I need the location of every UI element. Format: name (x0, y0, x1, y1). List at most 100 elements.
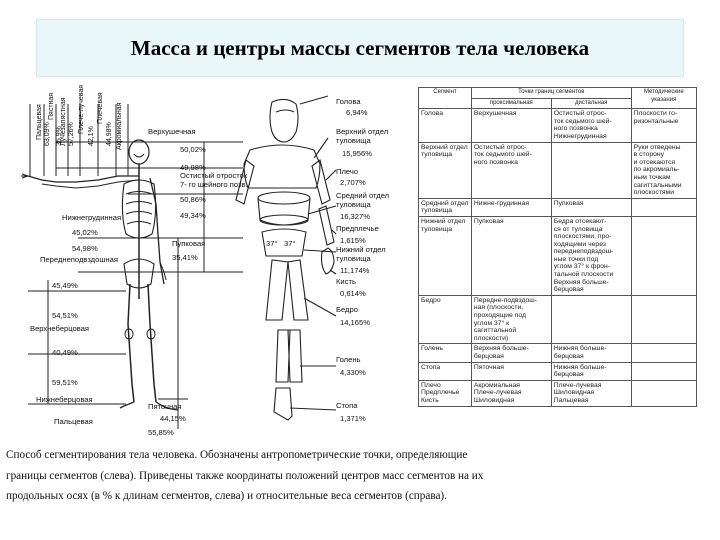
seg-forearm: Предплечье (336, 224, 379, 233)
label-umbilical: Пупковая (172, 239, 206, 248)
table-cell: Плоскости го- ризонтальные (630, 108, 698, 143)
label-elbow: Плече-лучевая (78, 84, 85, 134)
pct-12: 44,15% (160, 414, 186, 423)
seg-hand: Кисть (336, 277, 356, 286)
seg-upper-arm-value: 2,707% (340, 178, 366, 187)
figure-drawings (21, 95, 337, 429)
label-shoulder: Плечевая (97, 92, 104, 124)
skeleton-figure (21, 104, 243, 429)
seg-mid-trunk-value: 16,327% (340, 212, 370, 221)
seg-thigh: Бедро (336, 305, 358, 314)
pct-4: 49,34% (180, 211, 206, 220)
label-upper-tibial: Верхнеберцовая (30, 324, 90, 333)
seg-upper-arm: Плечо (336, 167, 359, 176)
seg-upper-trunk: Верхний отдел туловища (336, 127, 389, 145)
pct-8: 45,49% (52, 281, 78, 290)
table-cell: Остистый отрос- ток седьмого шей- ного п… (550, 108, 632, 143)
angle-label-2: 37° (284, 239, 296, 248)
pct-3: 50,86% (180, 195, 206, 204)
value-wrist: 57,26% (68, 122, 75, 146)
segment-table: Сегмент Точки границ сегментов Методичес… (418, 86, 698, 407)
label-iliac: Переднеподвздошная (40, 255, 118, 264)
label-heel: Пяточная (148, 402, 182, 411)
th-proximal: проксимальная (470, 97, 552, 110)
seg-thigh-value: 14,165% (340, 318, 370, 327)
pct-1: 50,02% (180, 145, 206, 154)
table-cell (630, 215, 698, 296)
label-spinous: Остистый отросток (180, 171, 248, 180)
pct-13: 55,85% (148, 428, 174, 437)
table-cell: Нижняя больше- берцовая (550, 361, 632, 381)
seg-lower-trunk: Нижний отдел туловища (336, 245, 386, 263)
th-distal: дистальная (550, 97, 632, 110)
table-cell: Бедра отсекают- ся от туловища плоскостя… (550, 215, 632, 296)
table-cell: Плечо Предплечье Кисть (418, 379, 472, 407)
seg-upper-trunk-value: 15,956% (342, 149, 372, 158)
table-cell: Нижне-грудинная (470, 197, 552, 217)
table-cell (550, 294, 632, 345)
table-cell: Остистый отрос- ток седьмого шей- ного п… (470, 141, 552, 199)
title-box: Масса и центры массы сегментов тела чело… (36, 19, 684, 77)
table-cell: Средний отдел туловища (418, 197, 472, 217)
table-cell: Верхушечная (470, 108, 552, 143)
value-finger: 63,09% (44, 122, 51, 146)
label-lower-sternal: Нижнегрудинная (62, 213, 122, 222)
pct-7: 35,41% (172, 253, 198, 262)
pct-2: 49,98% (180, 163, 206, 172)
table-cell (630, 361, 698, 381)
table-cell: Верхний отдел туловища (418, 141, 472, 199)
seg-mid-trunk: Средний отдел туловища (336, 191, 390, 209)
value-elbow: 42,1% (88, 126, 95, 146)
table-cell: Нижний отдел туловища (418, 215, 472, 296)
table-cell: Плече-лучевая Шиловидная Пальцевая (550, 379, 632, 407)
seg-forearm-value: 1,615% (340, 236, 366, 245)
table-cell: Нижняя больше- берцовая (550, 343, 632, 363)
th-segment: Сегмент (418, 86, 472, 110)
table-cell (550, 141, 632, 199)
table-cell: Руки отведены в сторону и отсекаются по … (630, 141, 698, 199)
seg-shin-value: 4,330% (340, 368, 366, 377)
seg-foot-value: 1,371% (340, 414, 366, 423)
pct-9: 54,51% (52, 311, 78, 320)
angle-label: 37° (266, 239, 278, 248)
label-metacarpal: Пястная (48, 92, 55, 120)
table-cell (630, 197, 698, 217)
label-c7: 7- го шейного позв. (180, 180, 248, 189)
table-cell (630, 343, 698, 363)
label-toe: Пальцевая (54, 417, 93, 426)
table-cell (630, 294, 698, 345)
seg-lower-trunk-value: 11,174% (340, 266, 370, 275)
table-cell: Акромиальная Плече-лучевая Шиловидная (470, 379, 552, 407)
th-notes: Методические указания (630, 86, 698, 110)
table-cell: Голова (418, 108, 472, 143)
table-cell: Пяточная (470, 361, 552, 381)
table-cell: Пупковая (550, 197, 632, 217)
seg-head-value: 6,94% (346, 108, 368, 117)
label-finger: Пальцевая (36, 104, 43, 140)
pct-6: 54,98% (72, 244, 98, 253)
segmented-body-figure (235, 95, 337, 421)
value-shoulder: 44,98% (106, 122, 113, 146)
table-cell: Стопа (418, 361, 472, 381)
table-cell: Пупковая (470, 215, 552, 296)
seg-shin: Голень (336, 355, 361, 364)
label-acromial: Акромиальная (116, 102, 123, 150)
pct-10: 40,49% (52, 348, 78, 357)
table-cell: Бедро (418, 294, 472, 345)
value-metacarpal: 35,9% (56, 126, 63, 146)
seg-head: Голова (336, 97, 361, 106)
label-lower-tibial: Нижнеберцовая (36, 395, 93, 404)
table-cell (630, 379, 698, 407)
pct-11: 59,51% (52, 378, 78, 387)
table-cell: Голень (418, 343, 472, 363)
seg-foot: Стопа (336, 401, 358, 410)
table-cell: Передне-подвздош- ная (плоскости, проход… (470, 294, 552, 345)
